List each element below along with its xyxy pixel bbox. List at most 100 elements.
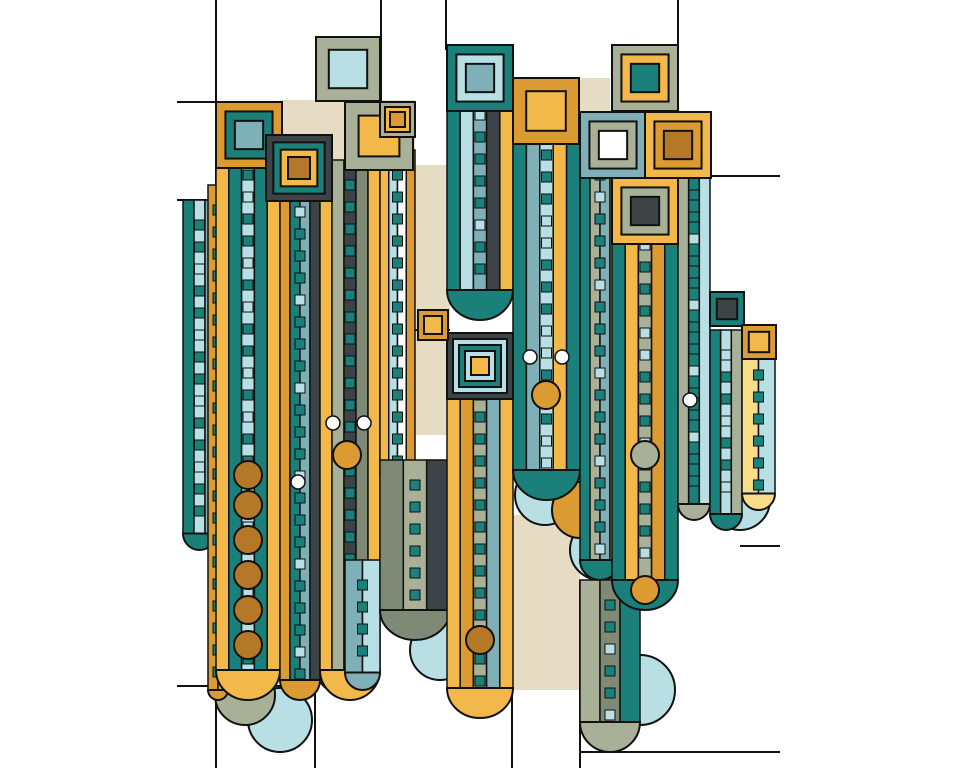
grid-block [753, 369, 764, 381]
grid-block [294, 536, 306, 548]
grid-block [194, 483, 205, 495]
grid-block [639, 283, 651, 295]
grid-block [639, 371, 651, 383]
column-stripe [182, 199, 195, 535]
grid-block [688, 365, 700, 377]
column-stripe [446, 369, 461, 689]
column-stripe [215, 149, 230, 671]
grid-block [688, 189, 700, 201]
grid-block [688, 233, 700, 245]
grid-block [720, 481, 732, 493]
grid-block [639, 481, 651, 493]
tower-column [511, 129, 582, 501]
grid-block [294, 206, 306, 218]
grid-block [392, 169, 403, 181]
grid-block [639, 305, 651, 317]
grid-block [242, 411, 254, 423]
grid-block [474, 131, 486, 143]
nested-square [464, 62, 496, 94]
grid-block [392, 433, 403, 445]
column-stripe [579, 579, 601, 723]
column-stripe [677, 169, 690, 505]
grid-block [344, 487, 356, 499]
grid-block [639, 503, 651, 515]
grid-block [594, 279, 606, 291]
grid-block [392, 257, 403, 269]
grid-block [594, 521, 606, 533]
grid-block [242, 257, 254, 269]
column-stripe [446, 89, 461, 291]
grid-block [474, 609, 486, 621]
grid-block [541, 435, 552, 447]
tower-column [740, 349, 777, 511]
medallion-circle [233, 630, 263, 660]
column-stripe [565, 129, 581, 471]
grid-block [594, 389, 606, 401]
grid-block [688, 299, 700, 311]
nested-square [327, 48, 369, 90]
nested-square [525, 90, 567, 132]
medallion-circle [630, 440, 660, 470]
grid-block [720, 415, 732, 427]
column-stripe [650, 219, 666, 581]
nested-squares [215, 36, 777, 400]
white-dot [325, 415, 341, 431]
grid-block [242, 367, 254, 379]
nested-square [597, 129, 629, 161]
grid-block [294, 514, 306, 526]
grid-block [242, 235, 254, 247]
column-stripe [319, 159, 333, 671]
medallion-circle [233, 460, 263, 490]
grid-block [344, 201, 356, 213]
grid-block [639, 415, 651, 427]
nested-square [747, 330, 771, 354]
grid-block [194, 263, 205, 275]
grid-block [344, 245, 356, 257]
grid-block [541, 259, 552, 271]
nested-square [653, 120, 703, 170]
grid-block [541, 369, 552, 381]
grid-block [474, 153, 486, 165]
grid-block [604, 643, 616, 655]
grid-block [594, 191, 606, 203]
grid-block [474, 455, 486, 467]
grid-block [194, 285, 205, 297]
column-stripe [266, 149, 281, 671]
grid-block [541, 215, 552, 227]
grid-block [720, 437, 732, 449]
grid-block [409, 501, 421, 513]
column-stripe [664, 219, 679, 581]
grid-block [639, 525, 651, 537]
grid-block [392, 411, 403, 423]
grid-block [409, 523, 421, 535]
column-stripe [405, 149, 416, 474]
grid-block [541, 457, 552, 469]
medallion-circle [332, 440, 362, 470]
grid-block [357, 645, 368, 657]
grid-block [594, 301, 606, 313]
tower-column [343, 559, 382, 691]
grid-block [294, 624, 306, 636]
column-rounded-base [445, 687, 515, 719]
grid-block [409, 589, 421, 601]
grid-block [639, 349, 651, 361]
tower-column [445, 89, 515, 321]
grid-block [753, 479, 764, 491]
grid-block [194, 219, 205, 231]
grid-block [541, 347, 552, 359]
white-dot [554, 349, 570, 365]
grid-block [688, 409, 700, 421]
medallion-circle [233, 560, 263, 590]
grid-block [474, 197, 486, 209]
grid-block [344, 399, 356, 411]
grid-block [541, 325, 552, 337]
grid-block [392, 213, 403, 225]
grid-block [594, 455, 606, 467]
nested-square [233, 119, 265, 151]
tower-column [278, 164, 322, 701]
grid-block [594, 257, 606, 269]
grid-block [392, 301, 403, 313]
grid-block [242, 279, 254, 291]
grid-block [194, 417, 205, 429]
grid-block [194, 307, 205, 319]
